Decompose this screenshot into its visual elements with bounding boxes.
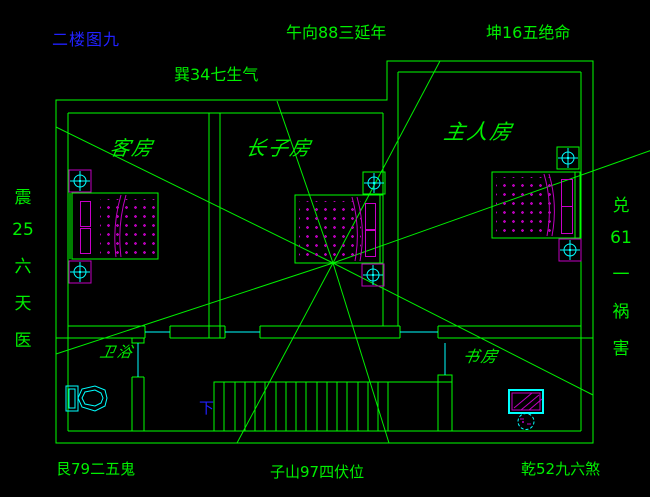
label-direction-bottom-right: 乾52九六煞 — [521, 460, 601, 478]
label-study: 书房 — [461, 347, 501, 366]
pillow — [561, 179, 573, 207]
lamp-symbol-icon — [362, 171, 386, 195]
floor-title: 二楼图九 — [52, 30, 121, 49]
label-direction-top-center: 午向88三延年 — [286, 23, 387, 42]
label-guest-room: 客房 — [107, 136, 157, 160]
pillow — [365, 230, 376, 257]
lamp-symbol-icon — [558, 238, 582, 262]
pillow — [365, 203, 376, 230]
label-eldest-son-room: 长子房 — [243, 136, 315, 160]
label-master-room: 主人房 — [441, 120, 516, 144]
pillow — [80, 201, 91, 227]
stool-icon — [517, 413, 535, 430]
label-direction-upper-left: 巽34七生气 — [174, 65, 259, 84]
lamp-symbol-icon — [556, 146, 580, 170]
staircase — [213, 381, 389, 432]
mattress-pattern-guest — [100, 199, 156, 257]
label-stairs-down: 下 — [199, 399, 215, 417]
window-edge-right — [650, 0, 655, 503]
mattress-pattern-eldest-son — [299, 201, 361, 259]
desk-icon — [508, 389, 544, 414]
pillow — [561, 206, 573, 234]
label-direction-bottom-left: 艮79二五鬼 — [56, 460, 136, 478]
window-edge-bottom — [0, 497, 655, 503]
label-direction-top-right: 坤16五绝命 — [486, 23, 571, 42]
label-direction-bottom-center: 子山97四伏位 — [270, 463, 365, 481]
pillow — [80, 228, 91, 254]
label-direction-left-vertical: 震 25 六 天 医 — [12, 188, 34, 351]
lamp-symbol-icon — [68, 260, 92, 284]
label-direction-right-vertical: 兑 61 一 祸 害 — [610, 196, 632, 359]
mattress-pattern-master — [496, 177, 556, 234]
lamp-symbol-icon — [361, 263, 385, 287]
toilet-icon — [65, 385, 108, 412]
label-bathroom: 卫浴 — [98, 343, 136, 361]
door-sill-lines — [137, 331, 446, 377]
lamp-symbol-icon — [68, 169, 92, 193]
